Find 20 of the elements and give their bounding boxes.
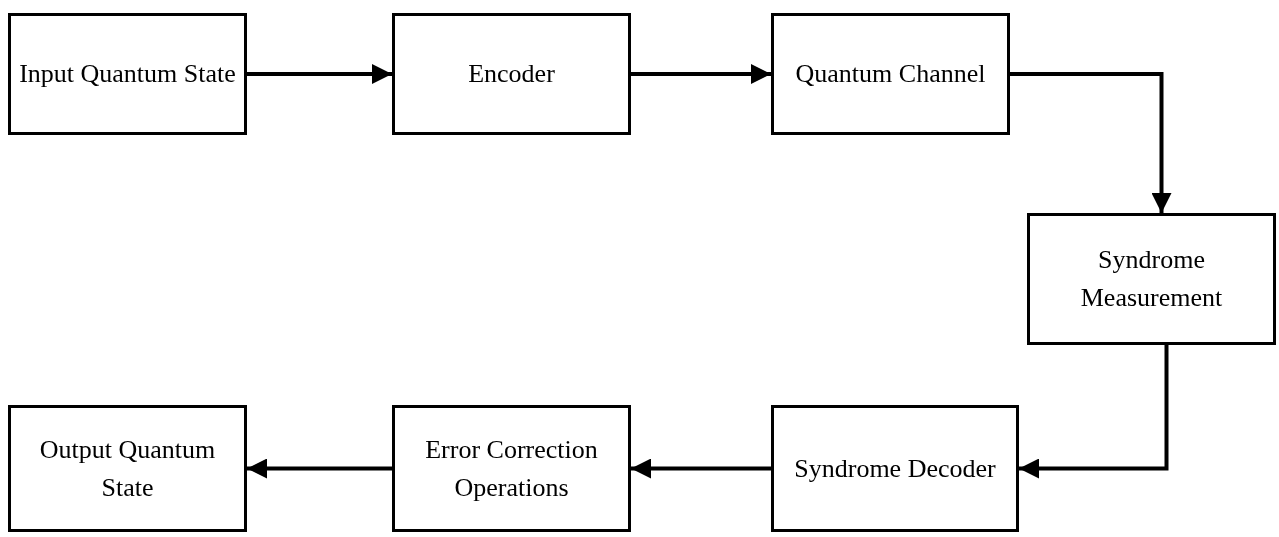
box-label: Syndrome Decoder: [793, 452, 997, 485]
process-box: [1027, 213, 1276, 345]
arrow: [247, 64, 392, 84]
process-box: [392, 13, 631, 135]
arrow: [1019, 345, 1169, 479]
process-box: [8, 13, 247, 135]
box-label: Error Correction Operations: [424, 433, 599, 504]
process-box: [771, 13, 1010, 135]
arrow: [631, 458, 771, 479]
arrow: [1010, 72, 1172, 213]
process-box: [771, 405, 1019, 532]
arrow: [631, 64, 771, 84]
arrow: [247, 458, 392, 479]
box-label: Syndrome Measurement: [1079, 244, 1224, 314]
box-label: Encoder: [467, 58, 556, 90]
box-label: Input Quantum State: [18, 58, 237, 90]
box-label: Quantum Channel: [794, 58, 987, 90]
process-box: [392, 405, 631, 532]
process-box: [8, 405, 247, 532]
box-label: Output Quantum State: [38, 433, 217, 504]
